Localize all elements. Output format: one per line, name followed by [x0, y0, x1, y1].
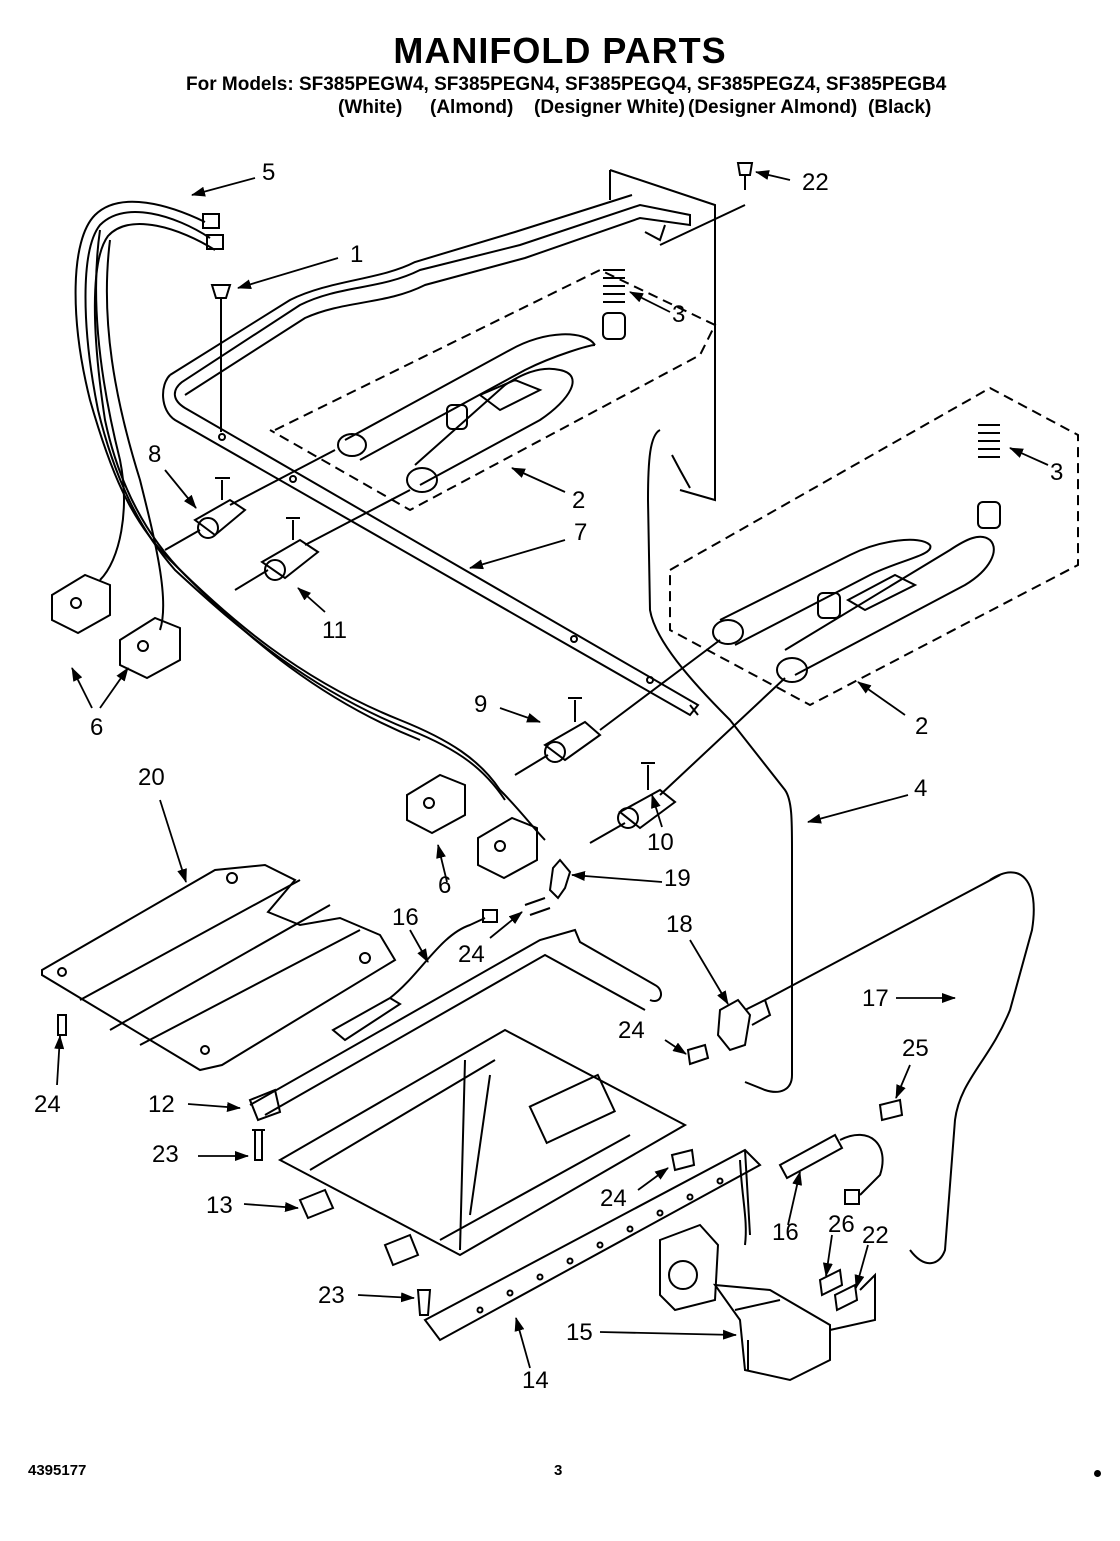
callout-23a: 23	[152, 1141, 179, 1168]
heat-shield	[41, 863, 397, 1072]
callout-6a: 6	[90, 714, 103, 741]
gas-line	[909, 871, 1035, 1265]
callout-labels: 5 1 22 3 3 2 7 8 11 6 9 10 2 4 20 19 6 1…	[34, 159, 1063, 1394]
page-number: 3	[554, 1462, 563, 1479]
burner-valves	[164, 477, 677, 844]
screw-22b	[829, 1272, 876, 1331]
bolt	[210, 284, 232, 432]
callout-26: 26	[828, 1211, 855, 1238]
callout-24b: 24	[458, 941, 485, 968]
callout-3b: 3	[1050, 459, 1063, 486]
callout-2b: 2	[915, 713, 928, 740]
callout-1: 1	[350, 241, 363, 268]
regulator-valve	[659, 1149, 831, 1382]
callout-24d: 24	[600, 1185, 627, 1212]
callout-24a: 24	[34, 1091, 61, 1118]
callout-11: 11	[322, 617, 347, 644]
callout-16b: 16	[772, 1219, 799, 1246]
document-number: 4395177	[28, 1462, 87, 1479]
callout-8: 8	[148, 441, 161, 468]
igniter-right	[778, 1133, 884, 1196]
screw	[659, 162, 754, 246]
parts-drawing	[41, 162, 1079, 1382]
screw-23b	[416, 1289, 432, 1316]
right-burners	[712, 501, 1001, 683]
callout-20: 20	[138, 764, 165, 791]
screw-25	[878, 1098, 904, 1122]
callout-19: 19	[664, 865, 691, 892]
callout-2a: 2	[572, 487, 585, 514]
callout-9: 9	[474, 691, 487, 718]
callout-13: 13	[206, 1192, 233, 1219]
igniter-left	[331, 917, 486, 1042]
corner-dot	[1094, 1470, 1101, 1477]
screw-24d	[670, 1148, 696, 1172]
left-burners	[337, 333, 596, 493]
bracket	[548, 858, 572, 900]
burner-springs	[602, 269, 1000, 458]
color-black: (Black)	[868, 97, 932, 118]
screw-24b	[524, 897, 551, 916]
color-designer-white: (Designer White)	[534, 97, 685, 118]
color-almond: (Almond)	[430, 97, 514, 118]
screw-24c	[686, 1043, 710, 1066]
callout-14: 14	[522, 1367, 549, 1394]
screw-24a	[57, 1014, 67, 1036]
ignition-switches	[51, 573, 538, 880]
callout-24c: 24	[618, 1017, 645, 1044]
screw-26	[818, 1268, 844, 1297]
retainer-clips	[298, 1188, 420, 1267]
callout-5: 5	[262, 159, 275, 186]
models-line: For Models: SF385PEGW4, SF385PEGN4, SF38…	[186, 74, 947, 95]
callout-3a: 3	[672, 301, 685, 328]
callout-25: 25	[902, 1035, 929, 1062]
callout-6b: 6	[438, 872, 451, 899]
color-designer-almond: (Designer Almond)	[688, 97, 858, 118]
callout-15: 15	[566, 1319, 593, 1346]
callout-17: 17	[862, 985, 889, 1012]
callout-7: 7	[574, 519, 587, 546]
manifold-pipe	[162, 194, 700, 717]
oven-burner-assembly	[249, 928, 688, 1257]
screw-23a	[252, 1129, 265, 1161]
callout-22b: 22	[862, 1222, 889, 1249]
leader-arrows	[54, 170, 1049, 1369]
callout-23b: 23	[318, 1282, 345, 1309]
gas-tube	[646, 429, 793, 1093]
venturi-links	[229, 449, 786, 796]
color-white: (White)	[338, 97, 403, 118]
right-burner-box	[669, 386, 1079, 707]
callout-18: 18	[666, 911, 693, 938]
page-title: MANIFOLD PARTS	[393, 30, 727, 71]
orifice-elbow	[716, 998, 772, 1052]
burner-bracket	[248, 1088, 282, 1122]
broil-burner	[423, 1148, 762, 1342]
callout-22a: 22	[802, 169, 829, 196]
callout-10: 10	[647, 829, 674, 856]
callout-16a: 16	[392, 904, 419, 931]
rear-bracket	[609, 169, 716, 502]
callout-12: 12	[148, 1091, 175, 1118]
callout-4: 4	[914, 775, 927, 802]
wiring-harness	[74, 200, 546, 841]
page-header: MANIFOLD PARTS For Models: SF385PEGW4, S…	[0, 0, 1120, 130]
